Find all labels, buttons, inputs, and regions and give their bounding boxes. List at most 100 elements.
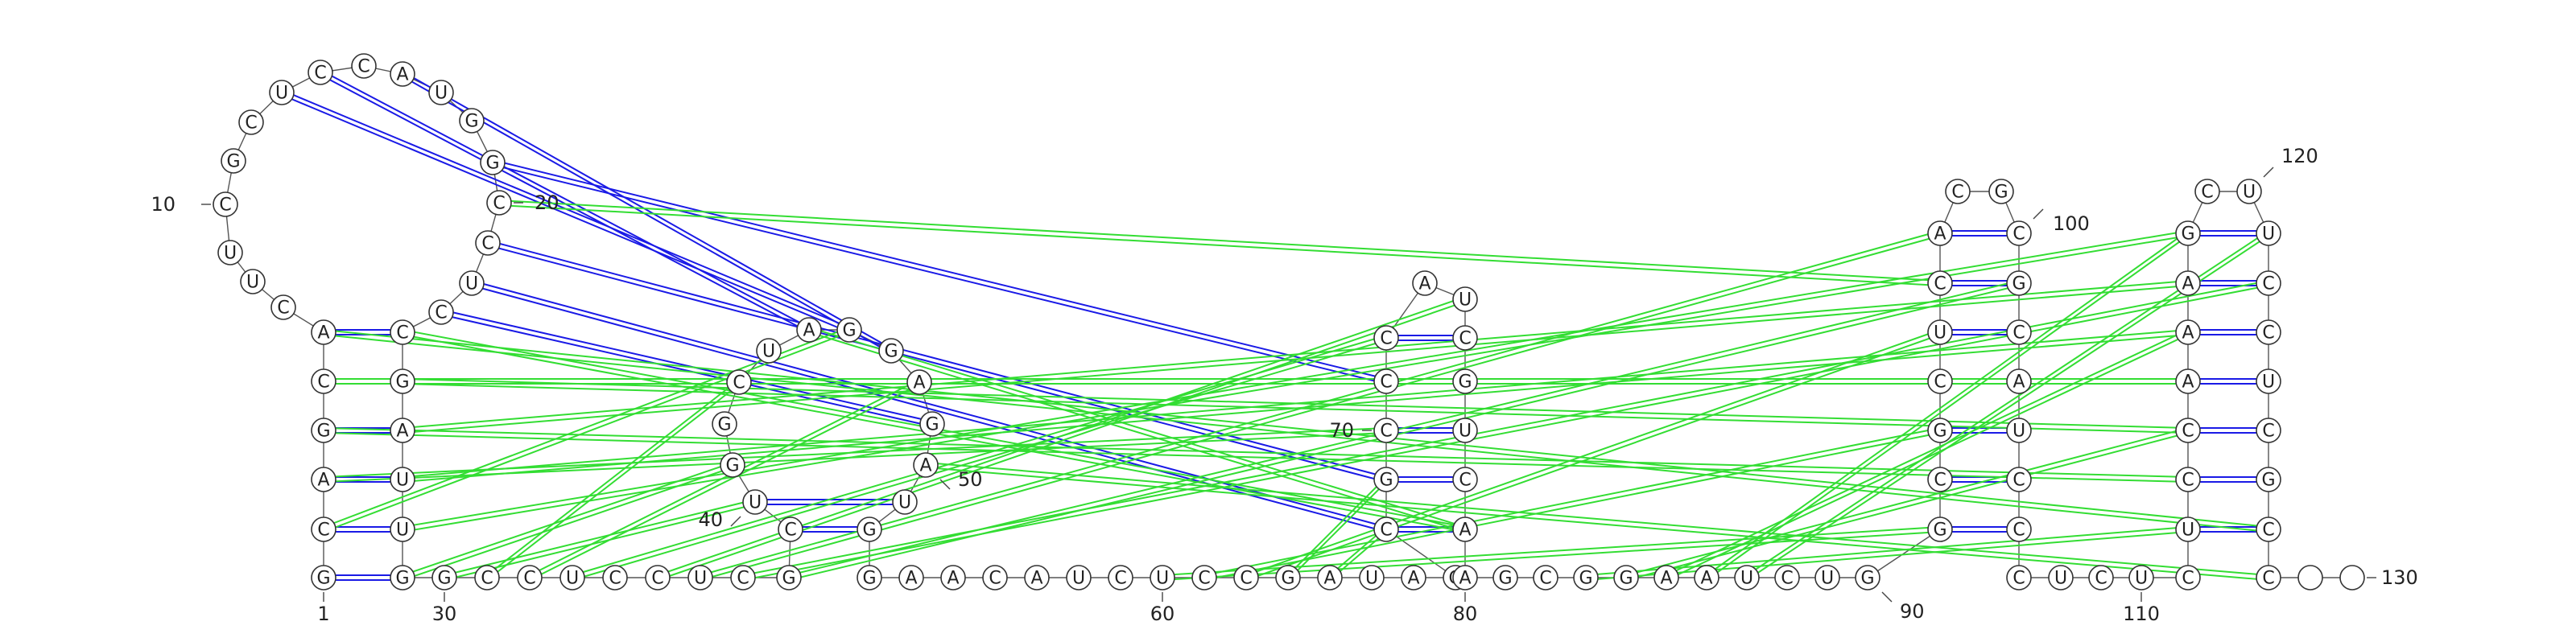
nucleotide: C bbox=[1373, 325, 1399, 351]
noncanonical-pair-line bbox=[323, 331, 850, 533]
nucleotide-letter: C bbox=[2262, 521, 2274, 541]
nucleotide: C bbox=[2256, 418, 2281, 443]
noncanonical-pair-line bbox=[925, 462, 2269, 576]
nucleotide-letter: G bbox=[1994, 183, 2008, 203]
nucleotide-letter: U bbox=[2135, 569, 2148, 589]
nucleotide: C bbox=[645, 565, 671, 591]
nucleotide-circle bbox=[390, 565, 415, 591]
nucleotide: C bbox=[2006, 220, 2032, 246]
position-label: 130 bbox=[2381, 566, 2418, 589]
nucleotide: C bbox=[2175, 418, 2201, 443]
nucleotide: A bbox=[390, 61, 415, 87]
nucleotide-letter: C bbox=[357, 57, 369, 77]
nucleotide: C bbox=[1452, 325, 1478, 351]
nucleotide-circle bbox=[892, 489, 918, 515]
nucleotide-circle bbox=[1945, 179, 1971, 204]
nucleotide-letter: G bbox=[862, 521, 876, 541]
nucleotide-circle bbox=[351, 53, 377, 79]
nucleotide: C bbox=[270, 294, 296, 320]
nucleotide: G bbox=[1452, 368, 1478, 394]
nucleotide: U bbox=[2006, 418, 2032, 443]
nucleotide: C bbox=[726, 369, 752, 395]
nucleotide-letter: C bbox=[989, 569, 1001, 589]
nucleotide: U bbox=[459, 270, 485, 296]
noncanonical-pair-line bbox=[1245, 329, 1941, 576]
nucleotide-circle bbox=[906, 369, 932, 395]
nucleotide-circle bbox=[778, 516, 803, 542]
canonical-pair-line bbox=[487, 240, 1387, 478]
nucleotide-letter: G bbox=[862, 569, 876, 589]
nucleotide-circle bbox=[390, 61, 415, 87]
nucleotide-letter: U bbox=[2262, 372, 2275, 393]
nucleotide-circle bbox=[311, 467, 336, 492]
nucleotide: C bbox=[311, 516, 336, 542]
nucleotide-letter: C bbox=[2013, 471, 2025, 491]
nucleotide-letter: G bbox=[1579, 569, 1592, 589]
nucleotide-letter: A bbox=[803, 321, 815, 341]
nucleotide: G bbox=[431, 565, 457, 591]
nucleotide-circle bbox=[517, 565, 543, 591]
nucleotide-letter: C bbox=[481, 569, 493, 589]
nucleotide: C bbox=[2256, 319, 2281, 345]
nucleotide: A bbox=[311, 467, 336, 492]
nucleotide-letter: A bbox=[2182, 323, 2194, 344]
nucleotide-letter: G bbox=[717, 415, 731, 435]
position-tick bbox=[1881, 591, 1893, 603]
nucleotide-letter: C bbox=[1380, 521, 1392, 541]
noncanonical-pair-line bbox=[402, 280, 2189, 429]
nucleotide-circle bbox=[217, 240, 243, 265]
nucleotide: C bbox=[1373, 418, 1399, 443]
nucleotide-circle bbox=[1492, 565, 1518, 591]
nucleotide-circle bbox=[1452, 325, 1478, 351]
nucleotide-letter: G bbox=[1498, 569, 1512, 589]
nucleotide: C bbox=[2175, 467, 2201, 492]
nucleotide-circle bbox=[390, 418, 415, 443]
nucleotide-circle bbox=[269, 80, 295, 105]
noncanonical-pair-line bbox=[323, 427, 2189, 478]
nucleotide-circle bbox=[1412, 270, 1438, 296]
noncanonical-pair-line bbox=[402, 462, 733, 576]
nucleotide-circle bbox=[898, 565, 924, 591]
nucleotide-circle bbox=[776, 565, 802, 591]
nucleotide: A bbox=[1927, 220, 1953, 246]
nucleotide-letter: C bbox=[1951, 183, 1963, 203]
nucleotide-letter: C bbox=[1781, 569, 1793, 589]
nucleotide: U bbox=[390, 516, 415, 542]
nucleotide-circle bbox=[687, 565, 713, 591]
backbone-line bbox=[225, 65, 2352, 578]
nucleotide-letter: U bbox=[898, 493, 911, 513]
nucleotide-letter: U bbox=[566, 569, 579, 589]
nucleotide-letter: U bbox=[1365, 569, 1378, 589]
nucleotide: U bbox=[1734, 565, 1760, 591]
nucleotide-circle bbox=[390, 319, 415, 345]
position-label: 110 bbox=[2123, 603, 2160, 625]
nucleotide: U bbox=[1150, 565, 1175, 591]
nucleotide: C bbox=[982, 565, 1008, 591]
nucleotide-circle bbox=[796, 317, 822, 343]
nucleotide-circle bbox=[2006, 270, 2032, 296]
nucleotide-letter: U bbox=[1459, 422, 1472, 442]
nucleotide-letter: A bbox=[913, 373, 925, 393]
nucleotide: G bbox=[2175, 220, 2201, 246]
nucleotide-circle bbox=[459, 108, 485, 134]
position-label: 120 bbox=[2281, 145, 2318, 167]
nucleotide-letter: A bbox=[1407, 569, 1419, 589]
noncanonical-pair-line bbox=[1245, 334, 1941, 581]
noncanonical-pair-line bbox=[486, 379, 740, 576]
nucleotide: G bbox=[1275, 565, 1301, 591]
nucleotide-circle bbox=[2256, 319, 2281, 345]
nucleotide: U bbox=[1359, 565, 1385, 591]
nucleotide-circle bbox=[940, 565, 966, 591]
nucleotide: C bbox=[1233, 565, 1259, 591]
nucleotide-letter: U bbox=[1934, 323, 1946, 344]
position-label: 30 bbox=[432, 603, 457, 625]
nucleotide: G bbox=[1927, 516, 1953, 542]
nucleotide-circle bbox=[311, 368, 336, 394]
nucleotide-letter: C bbox=[1459, 329, 1471, 349]
nucleotide-circle bbox=[2175, 467, 2201, 492]
nucleotide-circle bbox=[2339, 565, 2365, 591]
nucleotide-circle bbox=[1927, 418, 1953, 443]
noncanonical-pair-line bbox=[402, 467, 733, 581]
nucleotide: U bbox=[2128, 565, 2154, 591]
nucleotide: C bbox=[1945, 179, 1971, 204]
